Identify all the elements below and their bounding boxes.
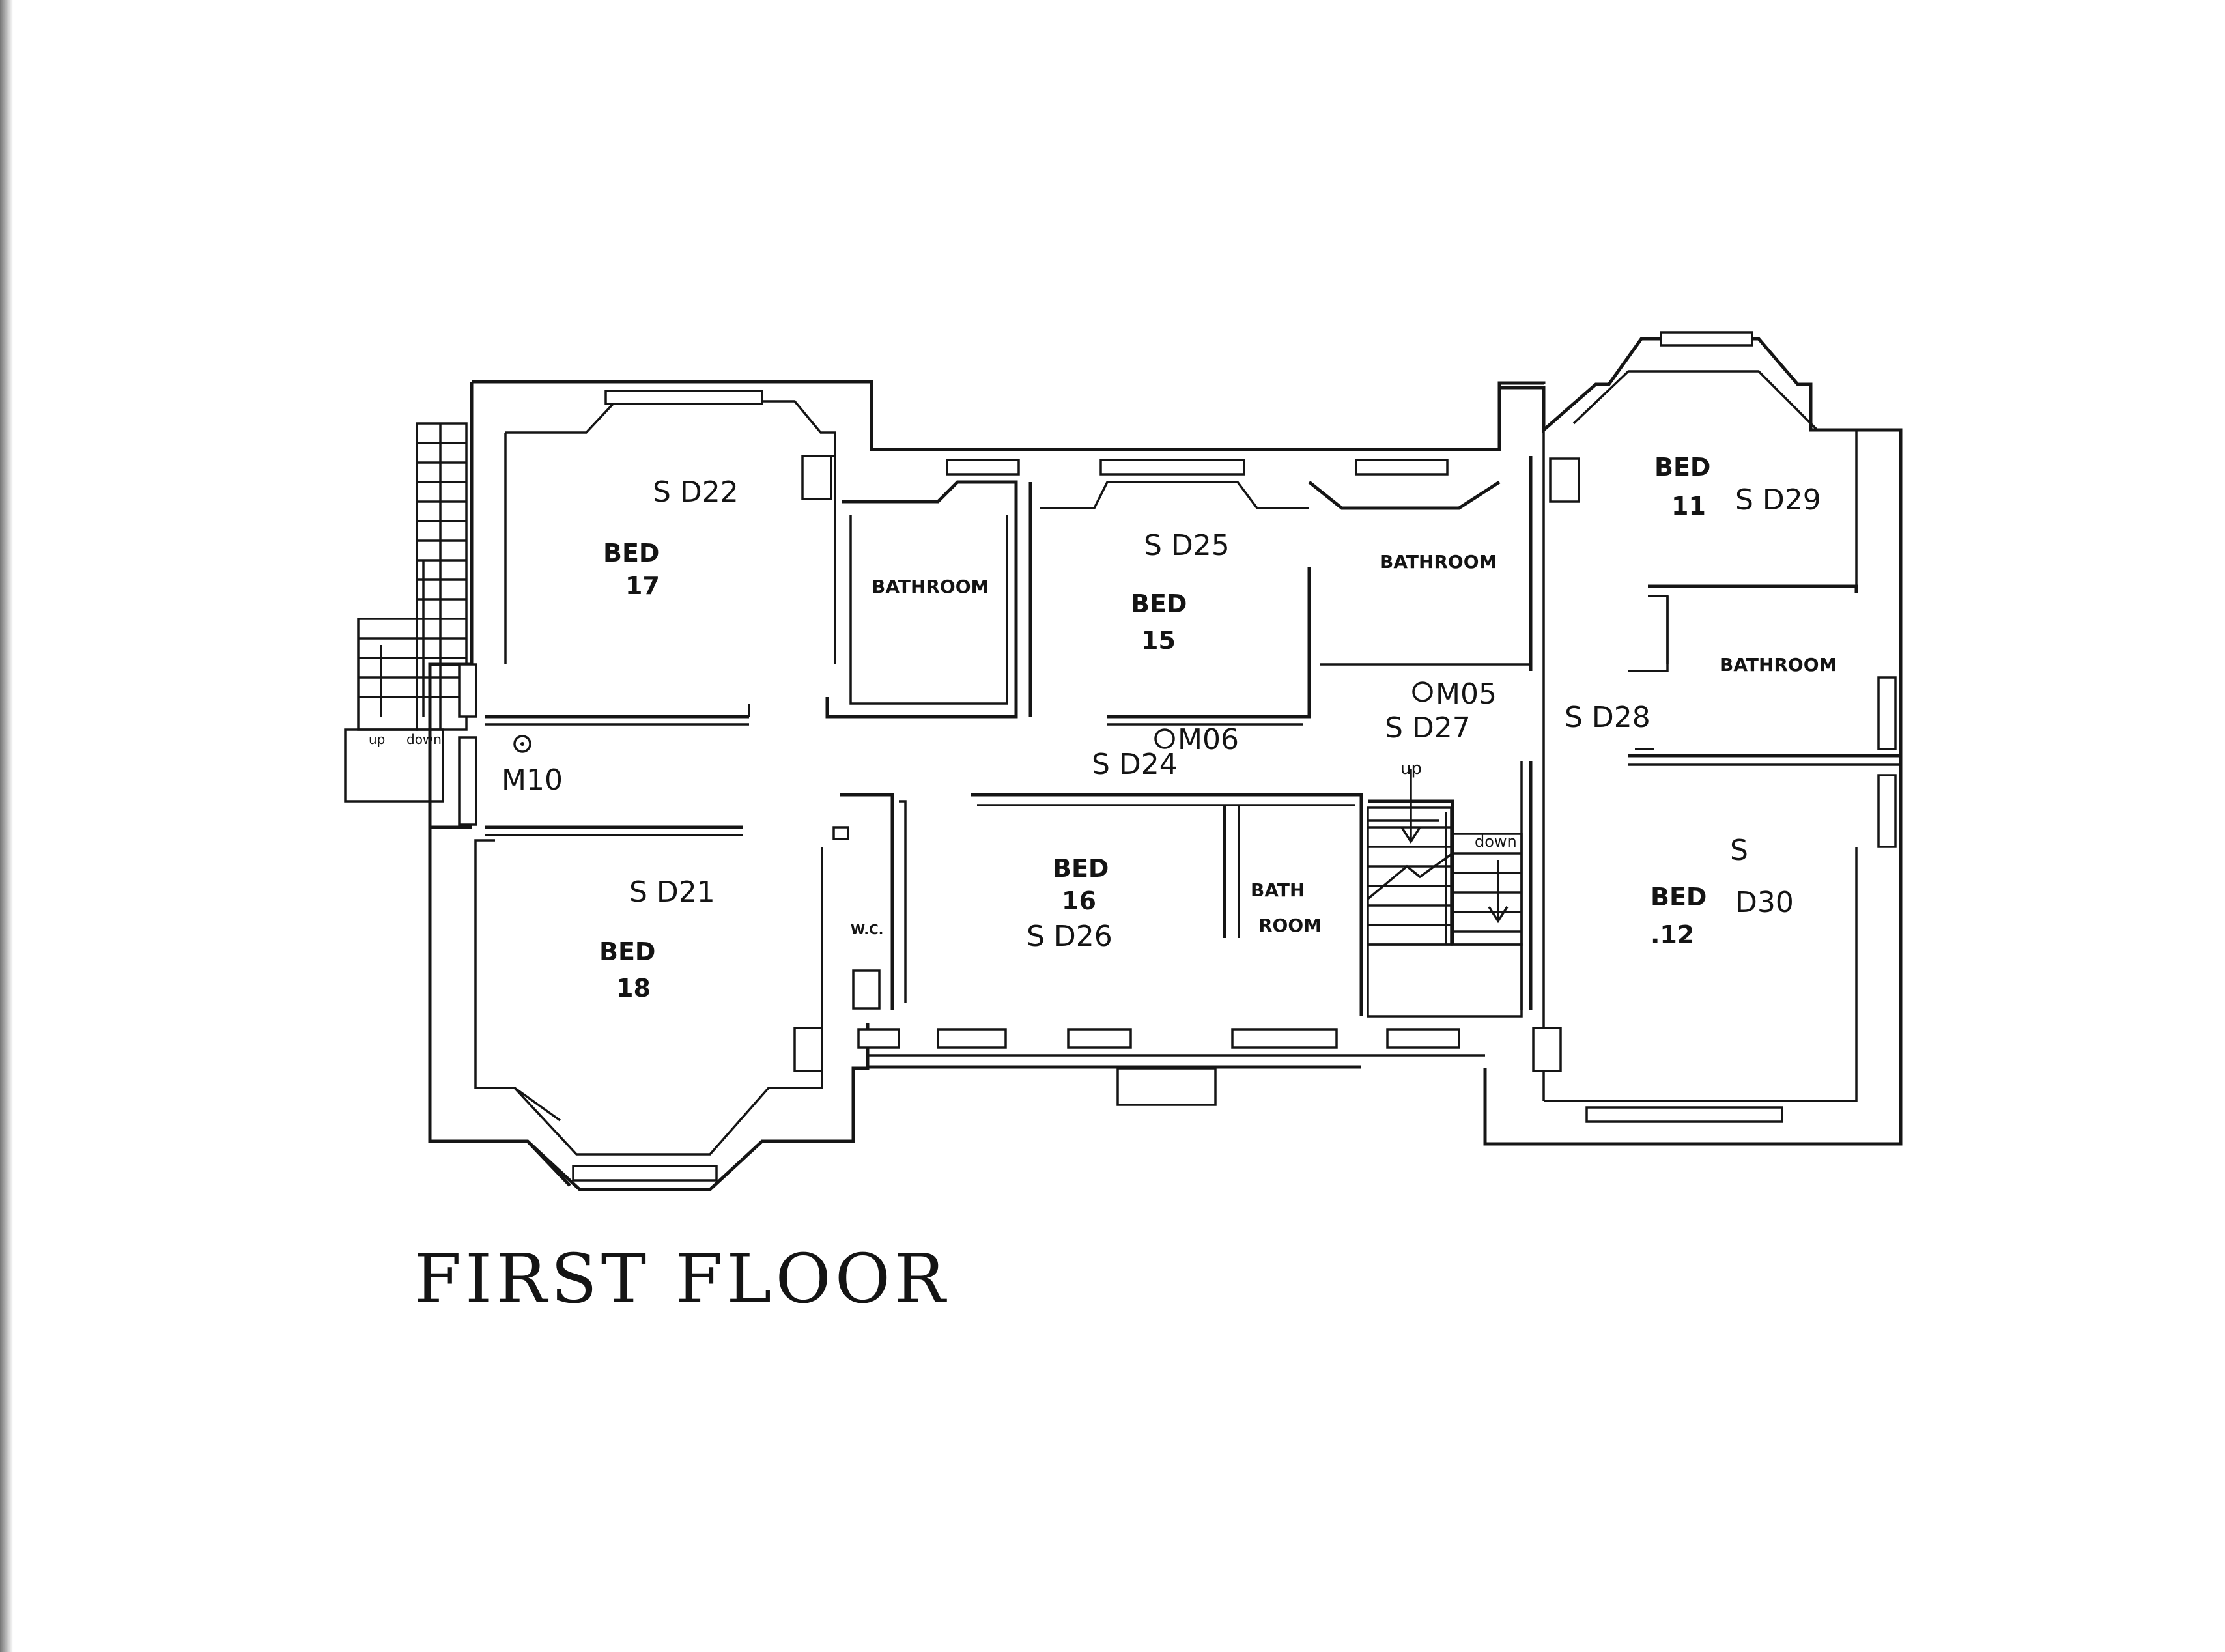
label-ext-stair-down: down: [406, 732, 442, 747]
code-bed17: S D22: [653, 476, 739, 509]
label-bed16-name: BED: [1053, 854, 1109, 883]
code-bed18: S D21: [629, 876, 715, 909]
label-bed15-name: BED: [1131, 590, 1187, 618]
code-m06: M06: [1178, 723, 1239, 756]
label-bed17-name: BED: [603, 539, 659, 567]
stair-labels: up down up down: [369, 732, 1517, 851]
page-edge-shadow: [0, 0, 13, 1652]
label-wc: W.C.: [851, 922, 883, 937]
room-labels: S D22 BED 17 BATHROOM S D25 BED 15 BATHR…: [599, 453, 1837, 1003]
label-stair-up: up: [1400, 759, 1422, 778]
corridor-codes: S D24 S D27 S D28 M10 M06 M05: [502, 677, 1651, 797]
label-bed11-num: 11: [1671, 492, 1706, 520]
label-stair-down: down: [1475, 833, 1517, 851]
outer-walls: [428, 337, 1903, 1191]
code-bed11: S D29: [1735, 483, 1821, 517]
label-bathroom-c: BATHROOM: [1720, 654, 1837, 676]
label-bed16-num: 16: [1062, 887, 1096, 915]
label-bathroom-b: BATHROOM: [1380, 551, 1497, 573]
marker-m05-icon: [1412, 681, 1433, 702]
label-ext-stair-up: up: [369, 732, 385, 747]
code-m05: M05: [1436, 677, 1497, 711]
code-d28: S D28: [1565, 701, 1651, 734]
code-m10: M10: [502, 763, 563, 797]
label-bathroom-a: BATHROOM: [872, 576, 989, 597]
page-title: FIRST FLOOR: [414, 1239, 950, 1318]
label-bed15-num: 15: [1141, 626, 1176, 655]
label-bed17-num: 17: [625, 571, 660, 600]
label-bed12-name: BED: [1651, 883, 1707, 911]
windows: [458, 331, 1897, 1182]
label-bathroom-d-2: ROOM: [1258, 915, 1322, 936]
label-bed18-name: BED: [599, 937, 655, 966]
code-bed16: S D26: [1027, 920, 1112, 953]
label-bed18-num: 18: [616, 974, 651, 1003]
label-bed12-num: .12: [1651, 920, 1694, 949]
code-bed12-s: S: [1730, 834, 1748, 867]
marker-m10-icon: [513, 735, 531, 753]
label-bed11-name: BED: [1654, 453, 1710, 481]
code-bed12: D30: [1735, 886, 1794, 919]
code-bed15: S D25: [1144, 529, 1230, 562]
stairs: [344, 422, 1523, 1018]
label-bathroom-d: BATH: [1251, 879, 1305, 901]
marker-m06-icon: [1154, 728, 1175, 749]
code-d27: S D27: [1385, 711, 1471, 745]
code-d24: S D24: [1092, 748, 1178, 781]
